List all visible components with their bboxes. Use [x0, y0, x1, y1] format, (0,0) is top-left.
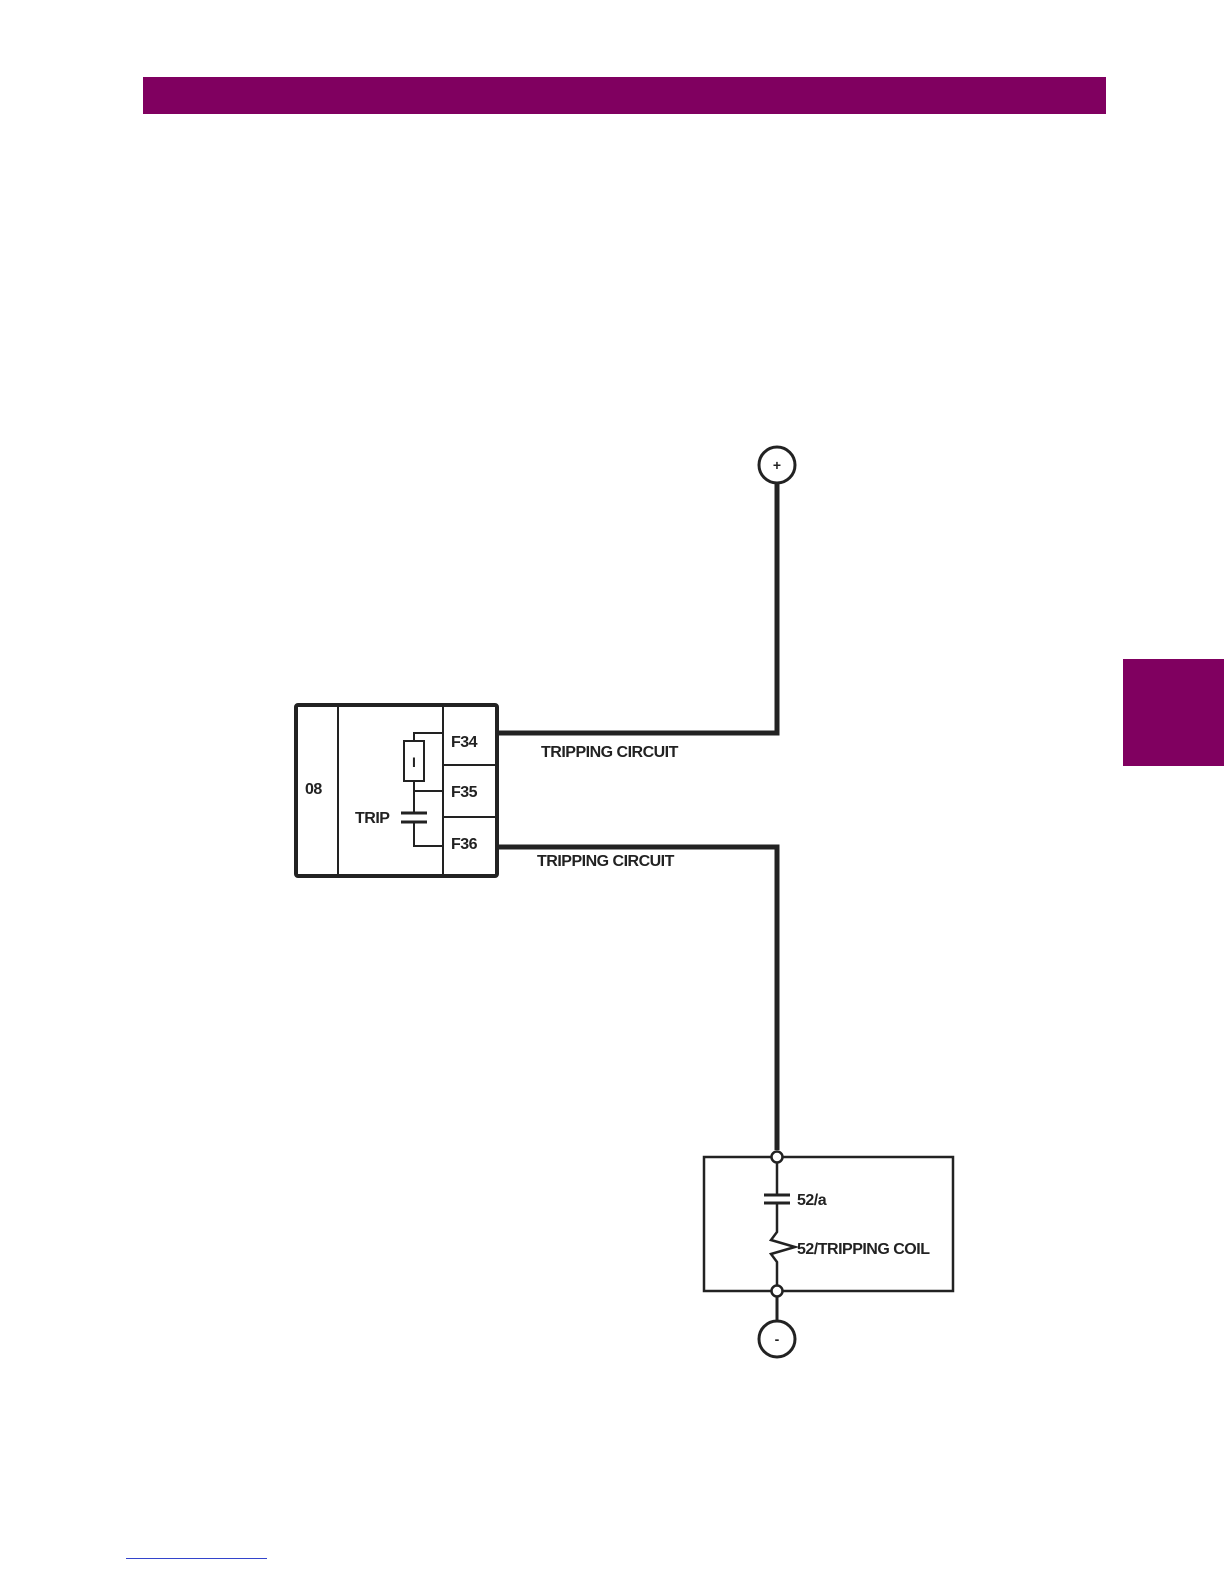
terminal-label: F34	[451, 734, 478, 751]
breaker-box	[704, 1157, 953, 1291]
lower-circuit-label: TRIPPING CIRCUIT	[537, 853, 675, 870]
terminal-label: F35	[451, 784, 478, 801]
terminal-label: F36	[451, 836, 478, 853]
upper-circuit-label: TRIPPING CIRCUIT	[541, 744, 679, 761]
breaker-bottom-node-icon	[772, 1286, 783, 1297]
breaker-top-node-icon	[772, 1152, 783, 1163]
lower-tripping-wire	[497, 847, 777, 1150]
negative-supply-symbol: -	[775, 1331, 780, 1347]
module-id-label: 08	[305, 781, 322, 798]
breaker-contact-label: 52/a	[797, 1192, 827, 1209]
tripping-coil-label: 52/TRIPPING COIL	[797, 1241, 930, 1258]
upper-tripping-wire	[497, 484, 777, 733]
resistor-symbol: I	[412, 754, 416, 770]
positive-supply-symbol: +	[773, 457, 781, 473]
breaker-internal-wire	[771, 1161, 795, 1287]
trip-contact-label: TRIP	[355, 810, 390, 827]
